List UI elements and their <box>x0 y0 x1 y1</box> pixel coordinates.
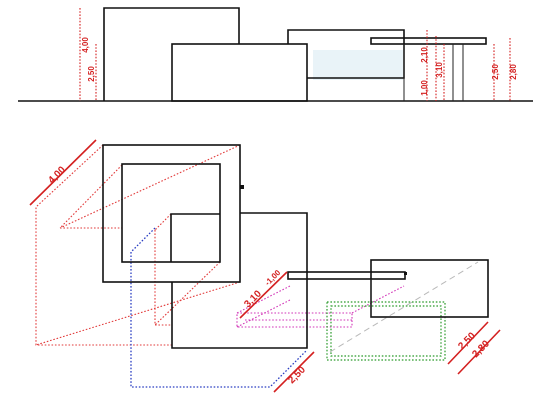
red-projection-diag-2 <box>35 281 241 346</box>
corner-mark-2 <box>404 272 407 275</box>
red-projection-inner <box>59 164 123 229</box>
plan-label-2-50-blue: 2,50 <box>286 364 308 386</box>
corner-mark <box>240 185 244 189</box>
red-projection-diag-3 <box>154 261 221 326</box>
red-projection-small <box>154 213 172 231</box>
dim-line-plan-2-50-blue <box>273 351 315 393</box>
grey-axis-line <box>329 261 479 353</box>
label-1-00: 1,00 <box>420 80 429 96</box>
green-offset-inner <box>330 305 442 357</box>
dim-line-plan-2-80 <box>457 329 501 375</box>
plan-front-block <box>171 212 308 349</box>
dim-line-plan-4-00 <box>29 139 97 206</box>
label-4-00: 4,00 <box>81 37 90 53</box>
glass-haze <box>313 50 403 80</box>
plan-right-block <box>370 259 489 318</box>
plan-label-4-00: 4,00 <box>46 164 68 186</box>
label-2-50: 2,50 <box>87 66 96 82</box>
label-2-50b: 2,50 <box>491 64 500 80</box>
elevation-tall-block <box>103 7 240 101</box>
dim-line-plan-3-10 <box>239 271 288 319</box>
plan-label-1-00: -1,00 <box>263 268 283 288</box>
red-projection-diag-1 <box>59 144 241 229</box>
label-2-80: 2,80 <box>509 64 518 80</box>
elevation-view: 4,00 2,50 1,00 2,10 3,10 2,50 2,80 <box>18 7 533 102</box>
label-3-10: 3,10 <box>435 62 444 78</box>
dim-line-plan-2-50 <box>447 321 489 365</box>
plan-inner-small-square <box>170 213 220 262</box>
plan-canopy-slab <box>287 271 406 280</box>
elevation-canopy-slab <box>370 37 487 45</box>
elevation-right-block <box>287 29 405 79</box>
elevation-front-block <box>171 43 308 102</box>
plan-label-3-10: 3,10 <box>242 288 264 310</box>
green-offset-outer <box>326 301 446 361</box>
label-2-10: 2,10 <box>420 47 429 63</box>
magenta-offset-diag-2 <box>351 285 405 314</box>
axonometric-view: 4,00 3,10 -1,00 2,50 2,50 2,80 <box>29 139 501 393</box>
red-projection-outline <box>35 144 172 346</box>
